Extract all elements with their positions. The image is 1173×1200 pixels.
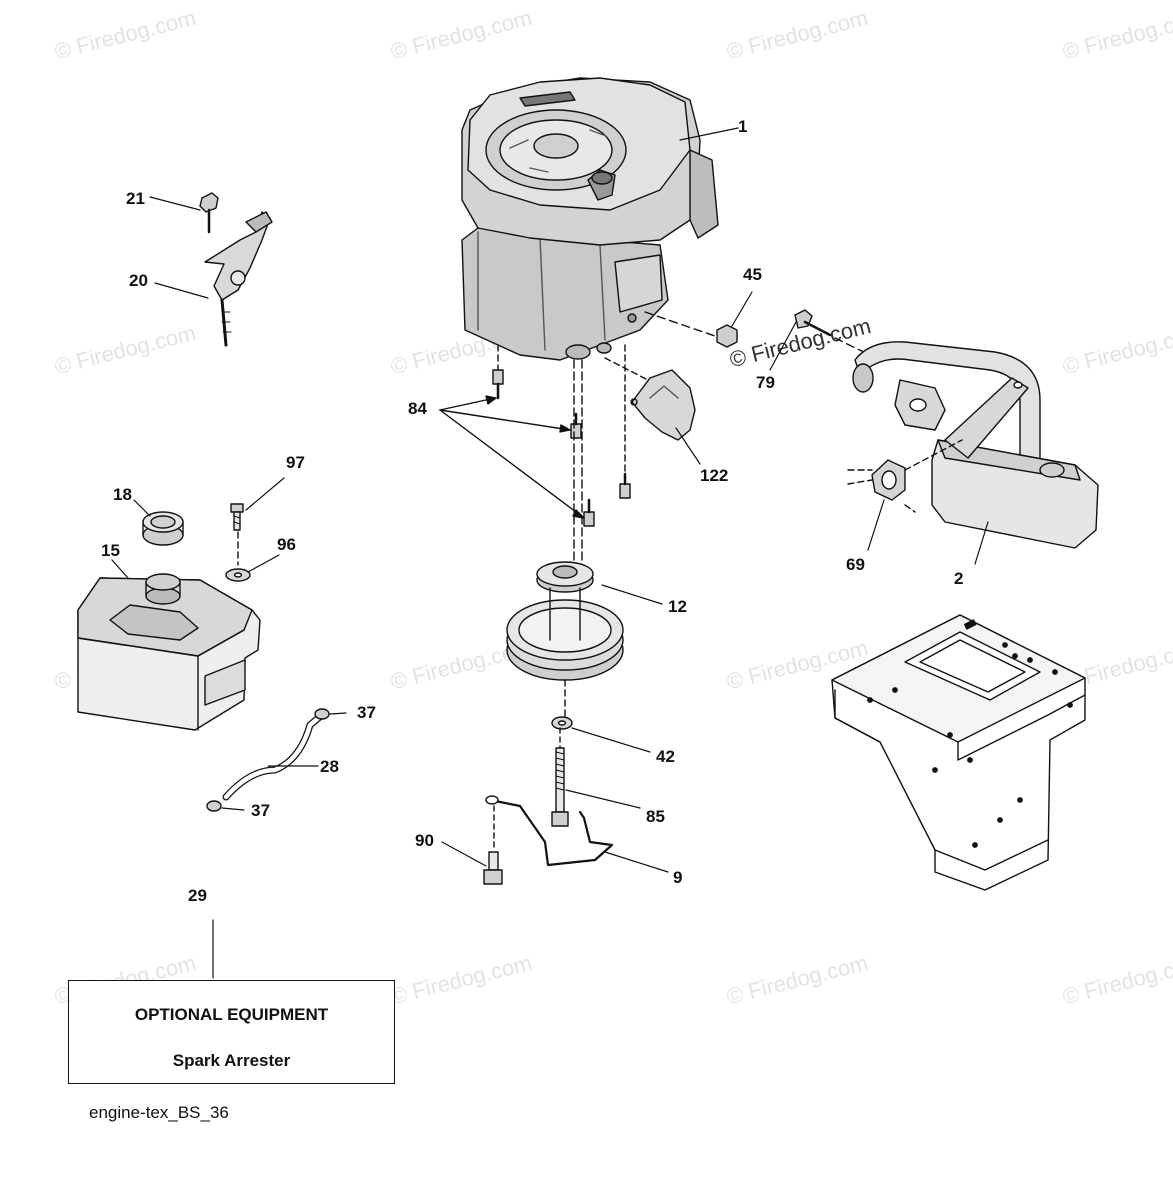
muffler-part xyxy=(769,309,1099,565)
mounting-bolts-part xyxy=(439,344,631,561)
pulley-part xyxy=(506,561,663,721)
tank-hardware-part xyxy=(225,477,285,582)
callout-20: 20 xyxy=(129,271,148,290)
heat-shield-part xyxy=(604,357,701,465)
callout-69: 69 xyxy=(846,555,865,574)
callout-45: 45 xyxy=(743,265,762,284)
callout-15: 15 xyxy=(101,541,120,560)
engine-mounting-plate-part xyxy=(831,614,1086,891)
optional-equipment-title: OPTIONAL EQUIPMENT xyxy=(134,1005,329,1024)
fuel-line-part xyxy=(206,708,347,812)
callout-37: 37 xyxy=(251,801,270,820)
callout-84: 84 xyxy=(408,399,427,418)
callout-90: 90 xyxy=(415,831,434,850)
callout-85: 85 xyxy=(646,807,665,826)
callout-28: 28 xyxy=(320,757,339,776)
optional-equipment-item: Spark Arrester xyxy=(172,1051,291,1070)
callout-12: 12 xyxy=(668,597,687,616)
gasket-part xyxy=(847,439,963,551)
callout-96: 96 xyxy=(277,535,296,554)
callout-97: 97 xyxy=(286,453,305,472)
callout-79: 79 xyxy=(756,373,775,392)
engine-part xyxy=(461,77,739,361)
callout-21: 21 xyxy=(126,189,145,208)
callout-122: 122 xyxy=(700,466,729,485)
fuel-tank-part xyxy=(77,559,261,731)
callout-42: 42 xyxy=(656,747,675,766)
optional-equipment-box: OPTIONAL EQUIPMENT Spark Arrester xyxy=(68,980,395,1084)
callout-9: 9 xyxy=(673,868,683,887)
callout-18: 18 xyxy=(113,485,132,504)
callout-1: 1 xyxy=(738,117,748,136)
callout-37: 37 xyxy=(357,703,376,722)
callout-29: 29 xyxy=(188,886,207,905)
callout-2: 2 xyxy=(954,569,964,588)
throttle-control-part xyxy=(149,192,273,347)
fuel-cap-part xyxy=(133,499,184,546)
diagram-identifier: engine-tex_BS_36 xyxy=(89,1103,229,1122)
nut-part xyxy=(644,291,753,348)
pulley-hardware-part xyxy=(441,716,669,885)
